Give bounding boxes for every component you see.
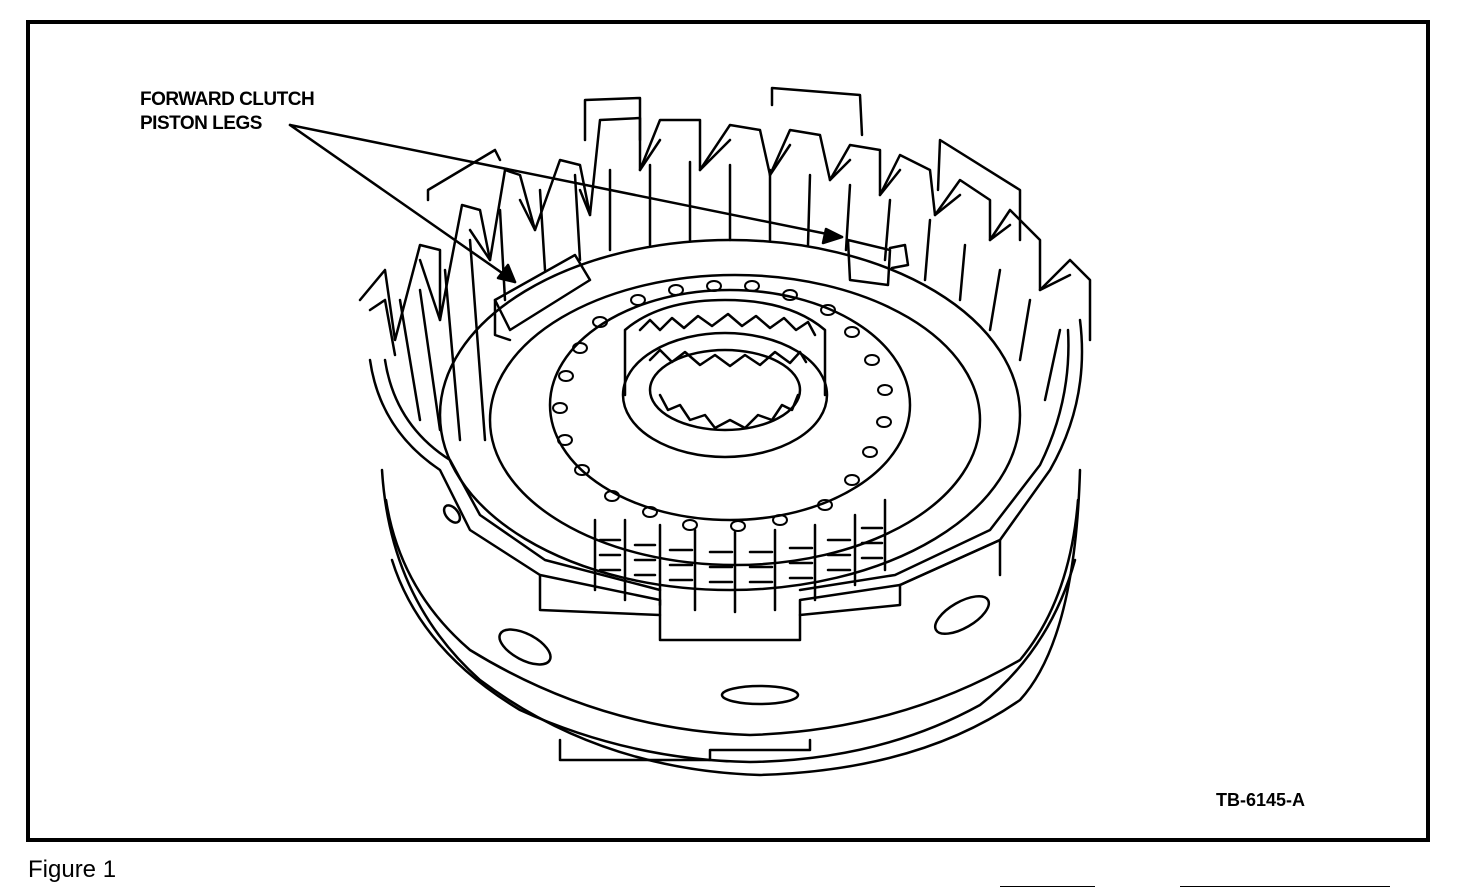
piston-legs (493, 238, 910, 342)
leader-arrowhead-left (496, 263, 517, 284)
footer-rule-2 (1180, 886, 1390, 887)
drum-rim (368, 318, 1084, 642)
inner-plate (438, 238, 1022, 592)
figure-code: TB-6145-A (1216, 790, 1306, 810)
leader-arrowhead-right (821, 227, 844, 245)
callout-leaders (288, 123, 844, 284)
footer-rule-1 (1000, 886, 1095, 887)
figure-caption: Figure 1 (28, 856, 117, 883)
callout-label-line2: PISTON LEGS (140, 113, 262, 134)
drum-ports (442, 504, 991, 706)
bolt-holes (552, 280, 893, 532)
callout-label-line1: FORWARD CLUTCH (140, 89, 315, 110)
drum-body (380, 468, 1082, 777)
figure-frame (26, 20, 1430, 842)
drum-splines (358, 86, 1092, 442)
return-springs (593, 498, 887, 614)
leader-line-left (288, 123, 517, 284)
splined-hub (621, 298, 829, 459)
leader-line-right (288, 123, 844, 239)
